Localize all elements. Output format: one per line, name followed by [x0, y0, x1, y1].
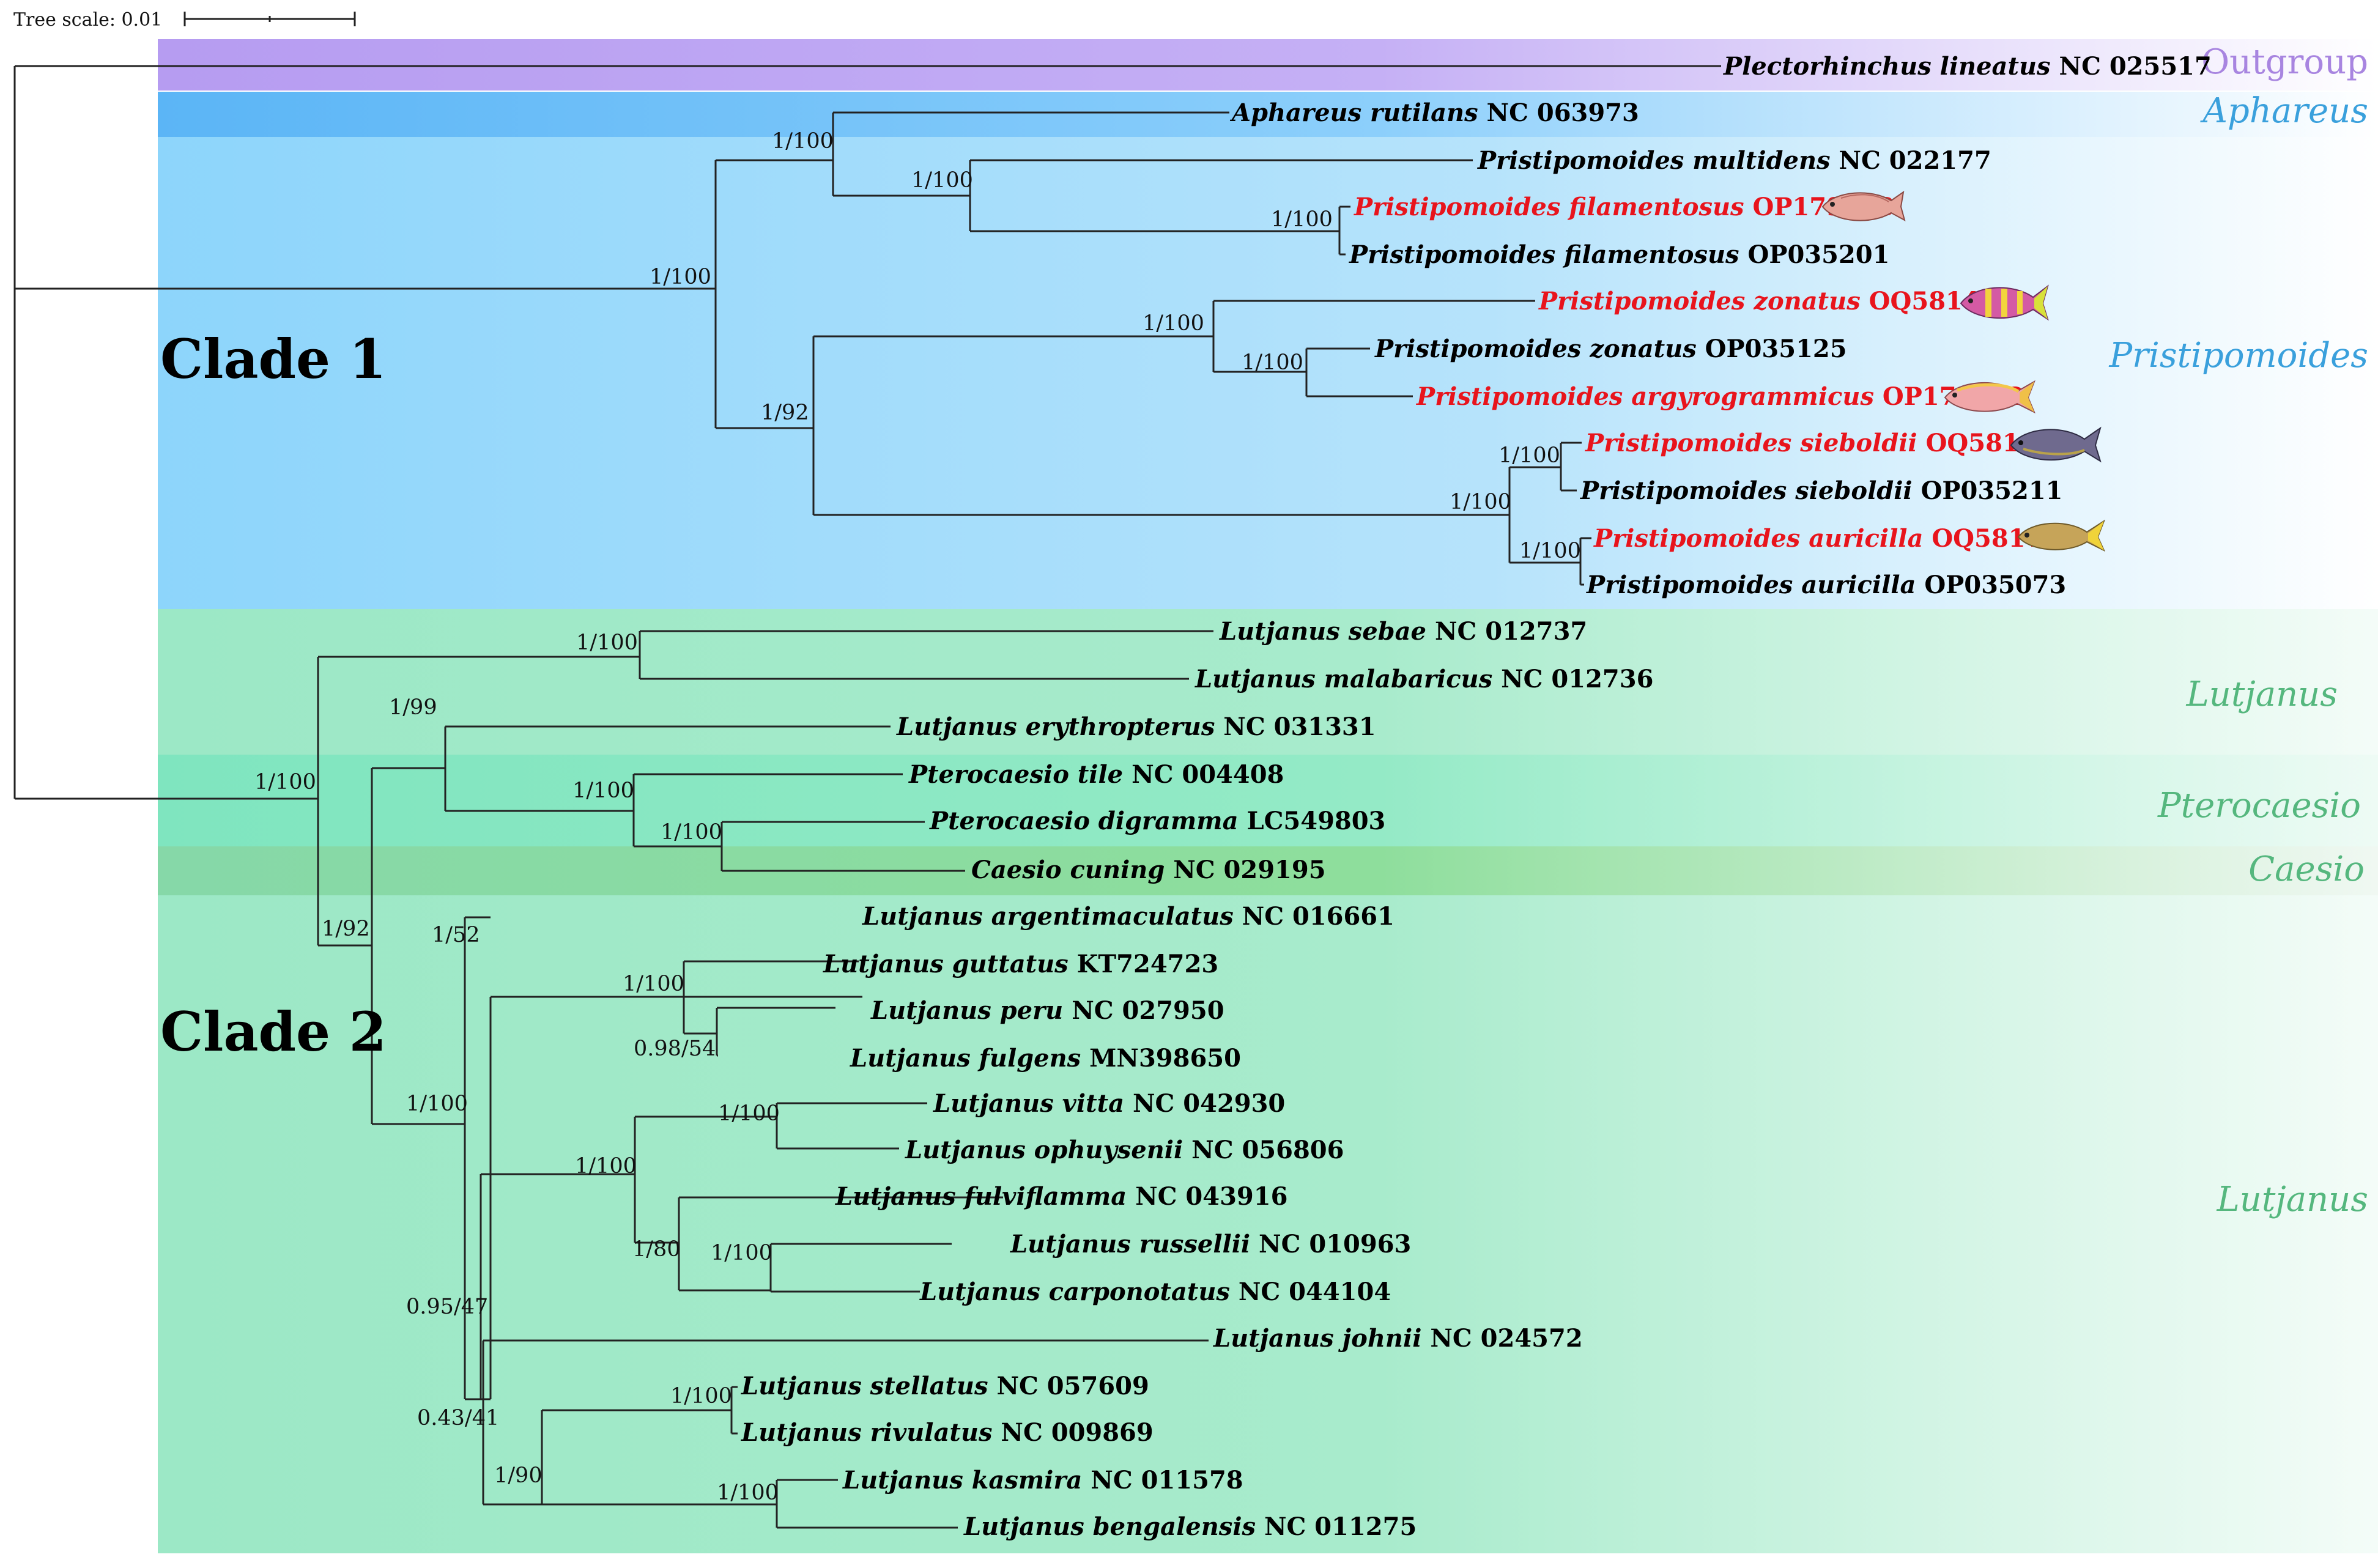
outgroup-band — [158, 39, 2378, 91]
group-label-caesio: Caesio — [2248, 849, 2365, 889]
taxon-label: Lutjanus johnii NC 024572 — [1213, 1324, 1583, 1353]
tree-scale-label: Tree scale: 0.01 — [13, 9, 162, 31]
taxon-label: Aphareus rutilans NC 063973 — [1229, 98, 1639, 127]
aphareus-band — [158, 92, 2378, 137]
taxon-label: Lutjanus sebae NC 012737 — [1219, 617, 1587, 646]
pterocaesio-band — [158, 755, 2378, 846]
taxon-label: Lutjanus carponotatus NC 044104 — [919, 1278, 1391, 1306]
support-value: 1/100 — [670, 1384, 732, 1408]
taxon-label: Lutjanus fulgens MN398650 — [850, 1044, 1241, 1073]
taxon-label: Pristipomoides argyrogrammicus OP179302 — [1416, 382, 2024, 411]
support-value: 1/100 — [575, 1154, 637, 1178]
support-value: 1/100 — [717, 1481, 779, 1505]
taxon-label: Lutjanus guttatus KT724723 — [823, 950, 1218, 978]
taxon-label: Lutjanus kasmira NC 011578 — [842, 1466, 1243, 1495]
taxon-label: Pristipomoides auricilla OP035073 — [1586, 571, 2066, 599]
support-value: 1/100 — [572, 778, 634, 803]
support-value: 0.95/47 — [406, 1295, 488, 1319]
lutjanus-lower-band — [158, 895, 2378, 1553]
taxon-label: Pristipomoides sieboldii OP035211 — [1580, 476, 2062, 505]
support-value: 1/90 — [494, 1463, 543, 1488]
support-value: 1/100 — [911, 168, 973, 193]
support-value: 1/100 — [406, 1092, 468, 1116]
support-value: 1/100 — [576, 631, 638, 655]
taxon-labels: Plectorhinchus lineatus NC 025517 Aphare… — [741, 52, 2212, 1541]
filamentosus-fish-icon — [1821, 190, 1906, 222]
support-value: 1/100 — [254, 770, 316, 794]
support-value: 1/100 — [718, 1101, 780, 1126]
support-value: 1/100 — [623, 972, 684, 996]
clade-2-title: Clade 2 — [160, 1000, 387, 1063]
taxon-label: Pterocaesio digramma LC549803 — [929, 807, 1385, 835]
taxon-label: Pristipomoides sieboldii OQ581451 — [1585, 429, 2070, 457]
group-label-lutjanus-upper: Lutjanus — [2186, 675, 2338, 714]
taxon-label: Lutjanus fulviflamma NC 043916 — [835, 1182, 1287, 1211]
argyrogrammicus-fish-icon — [1944, 380, 2035, 414]
taxon-label: Lutjanus vitta NC 042930 — [933, 1089, 1285, 1118]
group-label-pristipomoides: Pristipomoides — [2108, 336, 2368, 375]
pristipomoides-band — [158, 137, 2378, 612]
group-label-aphareus: Aphareus — [2200, 91, 2368, 131]
group-label-outgroup: Outgroup — [2201, 42, 2368, 82]
support-value: 1/99 — [389, 695, 437, 720]
group-label-lutjanus-lower: Lutjanus — [2217, 1180, 2368, 1219]
support-value: 1/52 — [432, 923, 480, 947]
taxon-label: Lutjanus rivulatus NC 009869 — [741, 1418, 1154, 1447]
taxon-label: Lutjanus stellatus NC 057609 — [741, 1372, 1149, 1400]
taxon-label: Lutjanus malabaricus NC 012736 — [1195, 665, 1653, 693]
lutjanus-upper-band — [158, 609, 2378, 755]
tree-branches — [13, 65, 1721, 1529]
support-value: 1/100 — [1450, 490, 1511, 514]
support-value: 0.98/54 — [634, 1037, 716, 1061]
taxon-label: Lutjanus bengalensis NC 011275 — [963, 1512, 1417, 1541]
support-value: 1/100 — [1498, 443, 1560, 468]
taxon-label: Pristipomoides multidens NC 022177 — [1477, 146, 1991, 175]
caesio-band — [158, 846, 2378, 895]
taxon-label: Caesio cuning NC 029195 — [971, 856, 1326, 884]
taxon-label: Pristipomoides auricilla OQ581450 — [1593, 524, 2076, 553]
tree-scale: Tree scale: 0.01 — [13, 9, 356, 31]
support-value: 0.43/41 — [417, 1406, 499, 1430]
taxon-label: Pristipomoides zonatus OP035125 — [1374, 335, 1847, 363]
group-bands — [158, 39, 2378, 1553]
zonatus-fish-icon — [1960, 284, 2049, 321]
taxon-label: Lutjanus argentimaculatus NC 016661 — [862, 902, 1395, 931]
clade-1-title: Clade 1 — [160, 327, 387, 391]
support-value: 1/92 — [322, 917, 370, 941]
support-value: 1/100 — [1519, 539, 1581, 563]
taxon-label: Lutjanus erythropterus NC 031331 — [896, 712, 1376, 741]
support-value: 1/100 — [1143, 311, 1204, 336]
group-label-pterocaesio: Pterocaesio — [2157, 786, 2361, 826]
support-value: 1/80 — [632, 1237, 681, 1262]
support-value: 1/92 — [761, 401, 809, 425]
support-value: 1/100 — [650, 265, 711, 289]
support-values: 1/100 1/100 1/100 1/100 1/100 1/100 1/92… — [254, 129, 1581, 1505]
group-labels: Outgroup Aphareus Pristipomoides Lutjanu… — [2108, 42, 2368, 1219]
fish-illustrations — [1821, 190, 2106, 552]
taxon-label: Pristipomoides zonatus OQ581449 — [1538, 287, 2013, 316]
support-value: 1/100 — [1271, 207, 1333, 232]
taxon-label: Pterocaesio tile NC 004408 — [908, 760, 1284, 789]
sieboldii-fish-icon — [2010, 426, 2102, 463]
taxon-label: Pristipomoides filamentosus OP035201 — [1349, 240, 1889, 269]
taxon-label: Lutjanus ophuysenii NC 056806 — [905, 1136, 1344, 1164]
support-value: 1/100 — [1242, 350, 1303, 375]
support-value: 1/100 — [772, 129, 834, 153]
taxon-label: Lutjanus peru NC 027950 — [870, 996, 1224, 1025]
auricilla-fish-icon — [2017, 519, 2106, 552]
taxon-label: Lutjanus russellii NC 010963 — [1010, 1230, 1411, 1259]
taxon-label: Pristipomoides filamentosus OP179303 — [1354, 193, 1894, 221]
taxon-label: Plectorhinchus lineatus NC 025517 — [1723, 52, 2212, 81]
support-value: 1/100 — [711, 1241, 772, 1265]
support-value: 1/100 — [661, 820, 722, 845]
